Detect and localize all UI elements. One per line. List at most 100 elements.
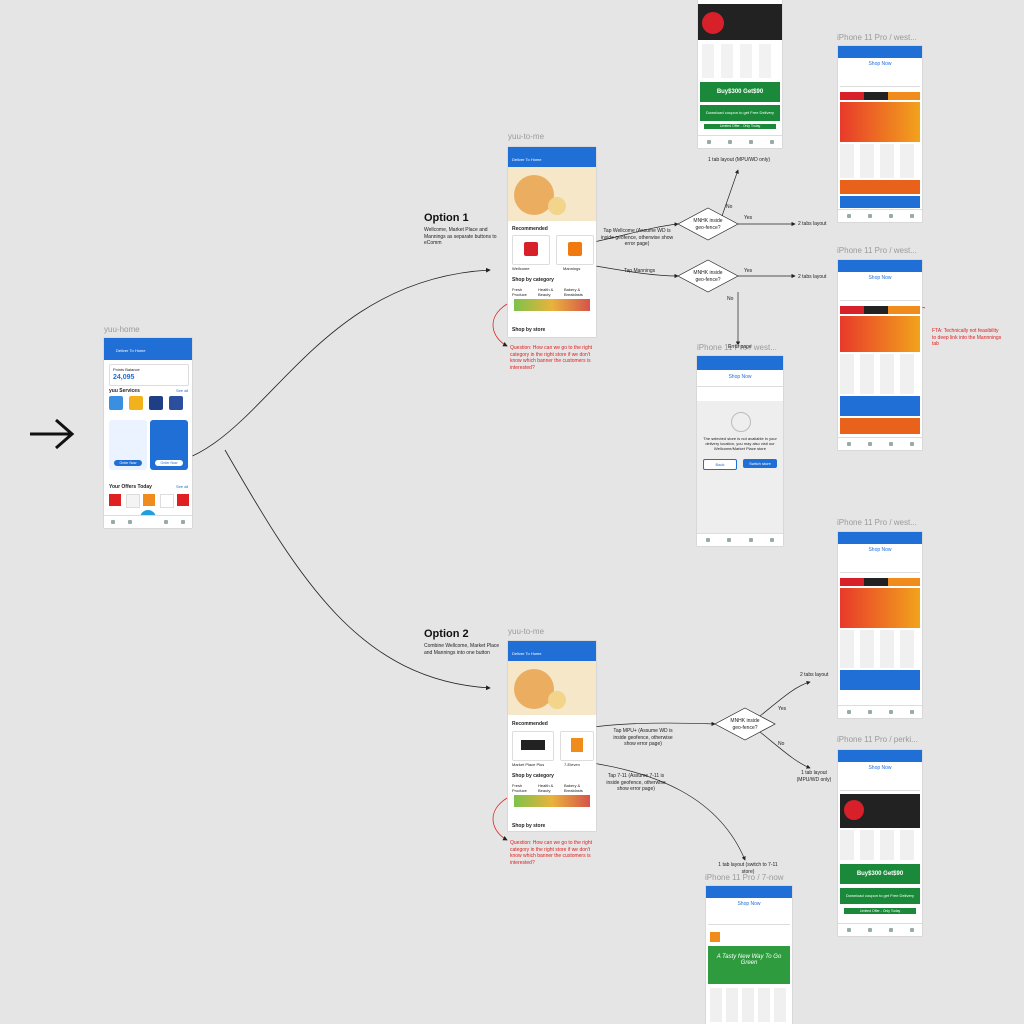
west1-banner[interactable]: [840, 102, 920, 142]
points-card[interactable]: Points Balance 24,095: [109, 364, 189, 386]
west1-store-row[interactable]: [840, 74, 920, 87]
perki-banner[interactable]: [840, 794, 920, 828]
offer-logo-5[interactable]: [177, 494, 189, 506]
frame-label-west-error: iPhone 11 Pro / west...: [697, 343, 777, 352]
yuu-to-me-card[interactable]: Order Now: [109, 420, 147, 470]
to-me-location-2[interactable]: Deliver To Home: [512, 651, 542, 656]
mannings-label: Mannings: [563, 266, 581, 271]
west2-store-row[interactable]: [840, 288, 920, 301]
decision-diamond-2: [677, 259, 739, 293]
perki-grid[interactable]: [840, 830, 920, 860]
tap-wellcome-label: Tap Wellcome (Assume WD is inside geofen…: [600, 228, 674, 247]
wellcome-tile[interactable]: [512, 235, 550, 265]
seven-grid[interactable]: [710, 988, 788, 1022]
cat-fresh-2[interactable]: Fresh Produce: [512, 783, 527, 794]
to-me-header-1: Deliver To Home: [508, 147, 596, 167]
service-shop-icon[interactable]: [109, 396, 123, 410]
offers-see-all[interactable]: See all: [176, 484, 189, 489]
store-heading-2: Shop by store: [512, 823, 546, 829]
cat-bakery-2[interactable]: Bakery & Breakfasts: [564, 783, 583, 794]
west2-promo-1[interactable]: [840, 396, 920, 416]
to-me-order-button[interactable]: Order Now: [114, 460, 142, 466]
option2-desc: Combine Wellcome, Market Place and Manni…: [424, 643, 500, 656]
category-heading-2: Shop by category: [512, 773, 554, 779]
offer-logo-3[interactable]: [143, 494, 155, 506]
west3-store-row[interactable]: [840, 560, 920, 573]
category-grid-top[interactable]: [702, 44, 778, 78]
services-heading: yuu Services: [109, 388, 140, 394]
seven-eleven-tile[interactable]: [560, 731, 594, 761]
west2-grid[interactable]: [840, 354, 920, 394]
to-go-order-button[interactable]: Order Now: [155, 460, 183, 466]
two-tabs-label-2: 2 tabs layout: [798, 274, 827, 280]
west3-banner[interactable]: [840, 588, 920, 628]
tab-account-icon[interactable]: [181, 520, 186, 524]
service-justforyou-icon[interactable]: [129, 396, 143, 410]
west3-shop-now-title: Shop Now: [868, 547, 892, 553]
west2-promo-2[interactable]: [840, 418, 920, 434]
half-price-banner[interactable]: [698, 4, 782, 40]
home-location[interactable]: Deliver To Home: [116, 348, 146, 353]
west3-grid[interactable]: [840, 630, 920, 668]
seven-store-row[interactable]: [708, 912, 790, 925]
error-store-row[interactable]: [697, 386, 783, 401]
market-place-tile[interactable]: [512, 731, 554, 761]
two-tabs-label-3: 2 tabs layout: [800, 672, 829, 678]
phone-west-3: Shop Now: [838, 532, 922, 718]
tab-explore-icon[interactable]: [128, 520, 133, 524]
west3-promo[interactable]: [840, 670, 920, 690]
perki-coupon-banner[interactable]: Download coupon to get Free Delivery: [840, 888, 920, 904]
one-tab-label: 1 tab layout (MPU/WD only): [708, 157, 770, 163]
phone-7-now: Shop Now A Tasty New Way To Go Green: [706, 886, 792, 1024]
perki-shop-now-title: Shop Now: [868, 765, 892, 771]
west1-promo-2[interactable]: [840, 196, 920, 208]
offer-logo-2[interactable]: [126, 494, 140, 508]
offer-logo-4[interactable]: [160, 494, 174, 508]
to-me-location-1[interactable]: Deliver To Home: [512, 157, 542, 162]
cat-health-2[interactable]: Health & Beauty: [538, 783, 554, 794]
tap-mannings-label: Tap Mannings: [624, 268, 656, 274]
mannings-tile[interactable]: [556, 235, 594, 265]
error-message: The selected store is not available in y…: [703, 436, 777, 452]
yes-label-3: Yes: [778, 706, 787, 712]
west2-shop-now-title: Shop Now: [868, 275, 892, 281]
perki-store-row[interactable]: [840, 778, 920, 791]
service-movies-icon[interactable]: [169, 396, 183, 410]
category-heading-1: Shop by category: [512, 277, 554, 283]
one-tab-label-2: 1 tab layout (MPU/WD only): [796, 770, 832, 783]
phone-west-1: Shop Now: [838, 46, 922, 222]
option1-desc: Wellcome, Market Place and Mannings as s…: [424, 227, 497, 246]
error-back-button[interactable]: Back: [703, 459, 737, 470]
west2-tabs[interactable]: [840, 306, 920, 314]
error-switch-store-button[interactable]: Switch store: [743, 459, 777, 468]
tab-home-icon[interactable]: [110, 520, 115, 524]
perki-buy-get-banner[interactable]: Buy$300 Get$90: [840, 864, 920, 884]
frame-label-perki: iPhone 11 Pro / perki...: [837, 735, 918, 744]
seven-green-banner[interactable]: A Tasty New Way To Go Green: [708, 946, 790, 984]
west3-tabs[interactable]: [840, 578, 920, 586]
home-tabbar: [104, 515, 192, 528]
west1-shop-now-title: Shop Now: [868, 61, 892, 67]
cat-health-1[interactable]: Health & Beauty: [538, 287, 554, 298]
hero-banner-1[interactable]: [508, 167, 596, 221]
coupon-banner-top[interactable]: Download coupon to get Free Delivery: [700, 105, 780, 121]
yuu-to-go-card[interactable]: Order Now: [150, 420, 188, 470]
seven-eleven-label: 7-Eleven: [564, 762, 580, 767]
service-vacations-icon[interactable]: [149, 396, 163, 410]
points-label: Points Balance: [113, 367, 140, 372]
west1-grid[interactable]: [840, 144, 920, 178]
frame-label-west-2: iPhone 11 Pro / west...: [837, 246, 917, 255]
cat-bakery-1[interactable]: Bakery & Breakfasts: [564, 287, 583, 298]
option1-question: Question: How can we go to the right cat…: [510, 345, 592, 371]
buy-get-banner-top[interactable]: Buy$300 Get$90: [700, 82, 780, 102]
west1-tabs[interactable]: [840, 92, 920, 100]
offer-logo-1[interactable]: [109, 494, 121, 506]
services-see-all[interactable]: See all: [176, 388, 189, 393]
west1-promo-1[interactable]: [840, 180, 920, 194]
start-arrow: [30, 418, 75, 450]
west2-banner[interactable]: [840, 316, 920, 352]
tab-rewards-icon[interactable]: [163, 520, 168, 524]
two-tabs-label-1: 2 tabs layout: [798, 221, 827, 227]
hero-banner-2[interactable]: [508, 661, 596, 715]
cat-fresh-1[interactable]: Fresh Produce: [512, 287, 527, 298]
